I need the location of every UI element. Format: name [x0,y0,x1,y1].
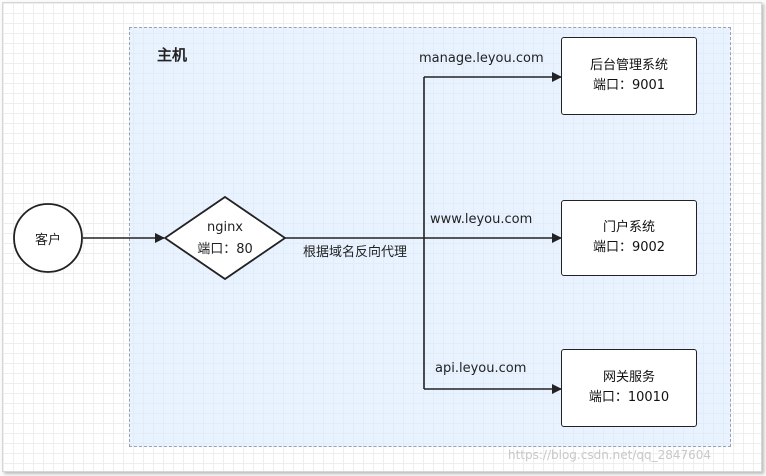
nginx-name: nginx [206,220,244,235]
service-port-api: 端口：10010 [588,390,670,405]
route-domain-manage: manage.leyou.com [419,51,544,66]
nginx-port: 端口：80 [197,242,253,257]
nginx-node [163,195,287,281]
service-box-api: 网关服务 端口：10010 [561,349,697,427]
client-label: 客户 [34,233,61,248]
client-node [13,203,83,273]
service-box-manage: 后台管理系统 端口：9001 [561,37,697,115]
service-port-www: 端口：9002 [592,240,666,255]
watermark: https://blog.csdn.net/qq_2847604 [508,448,712,462]
service-box-www: 门户系统 端口：9002 [561,200,697,276]
host-title: 主机 [157,46,188,64]
service-name-manage: 后台管理系统 [589,58,668,73]
route-domain-www: www.leyou.com [430,212,533,227]
service-name-www: 门户系统 [602,220,655,235]
service-port-manage: 端口：9001 [592,78,666,93]
service-name-api: 网关服务 [602,370,655,385]
route-domain-api: api.leyou.com [435,361,527,376]
routing-label: 根据域名反向代理 [303,245,408,260]
